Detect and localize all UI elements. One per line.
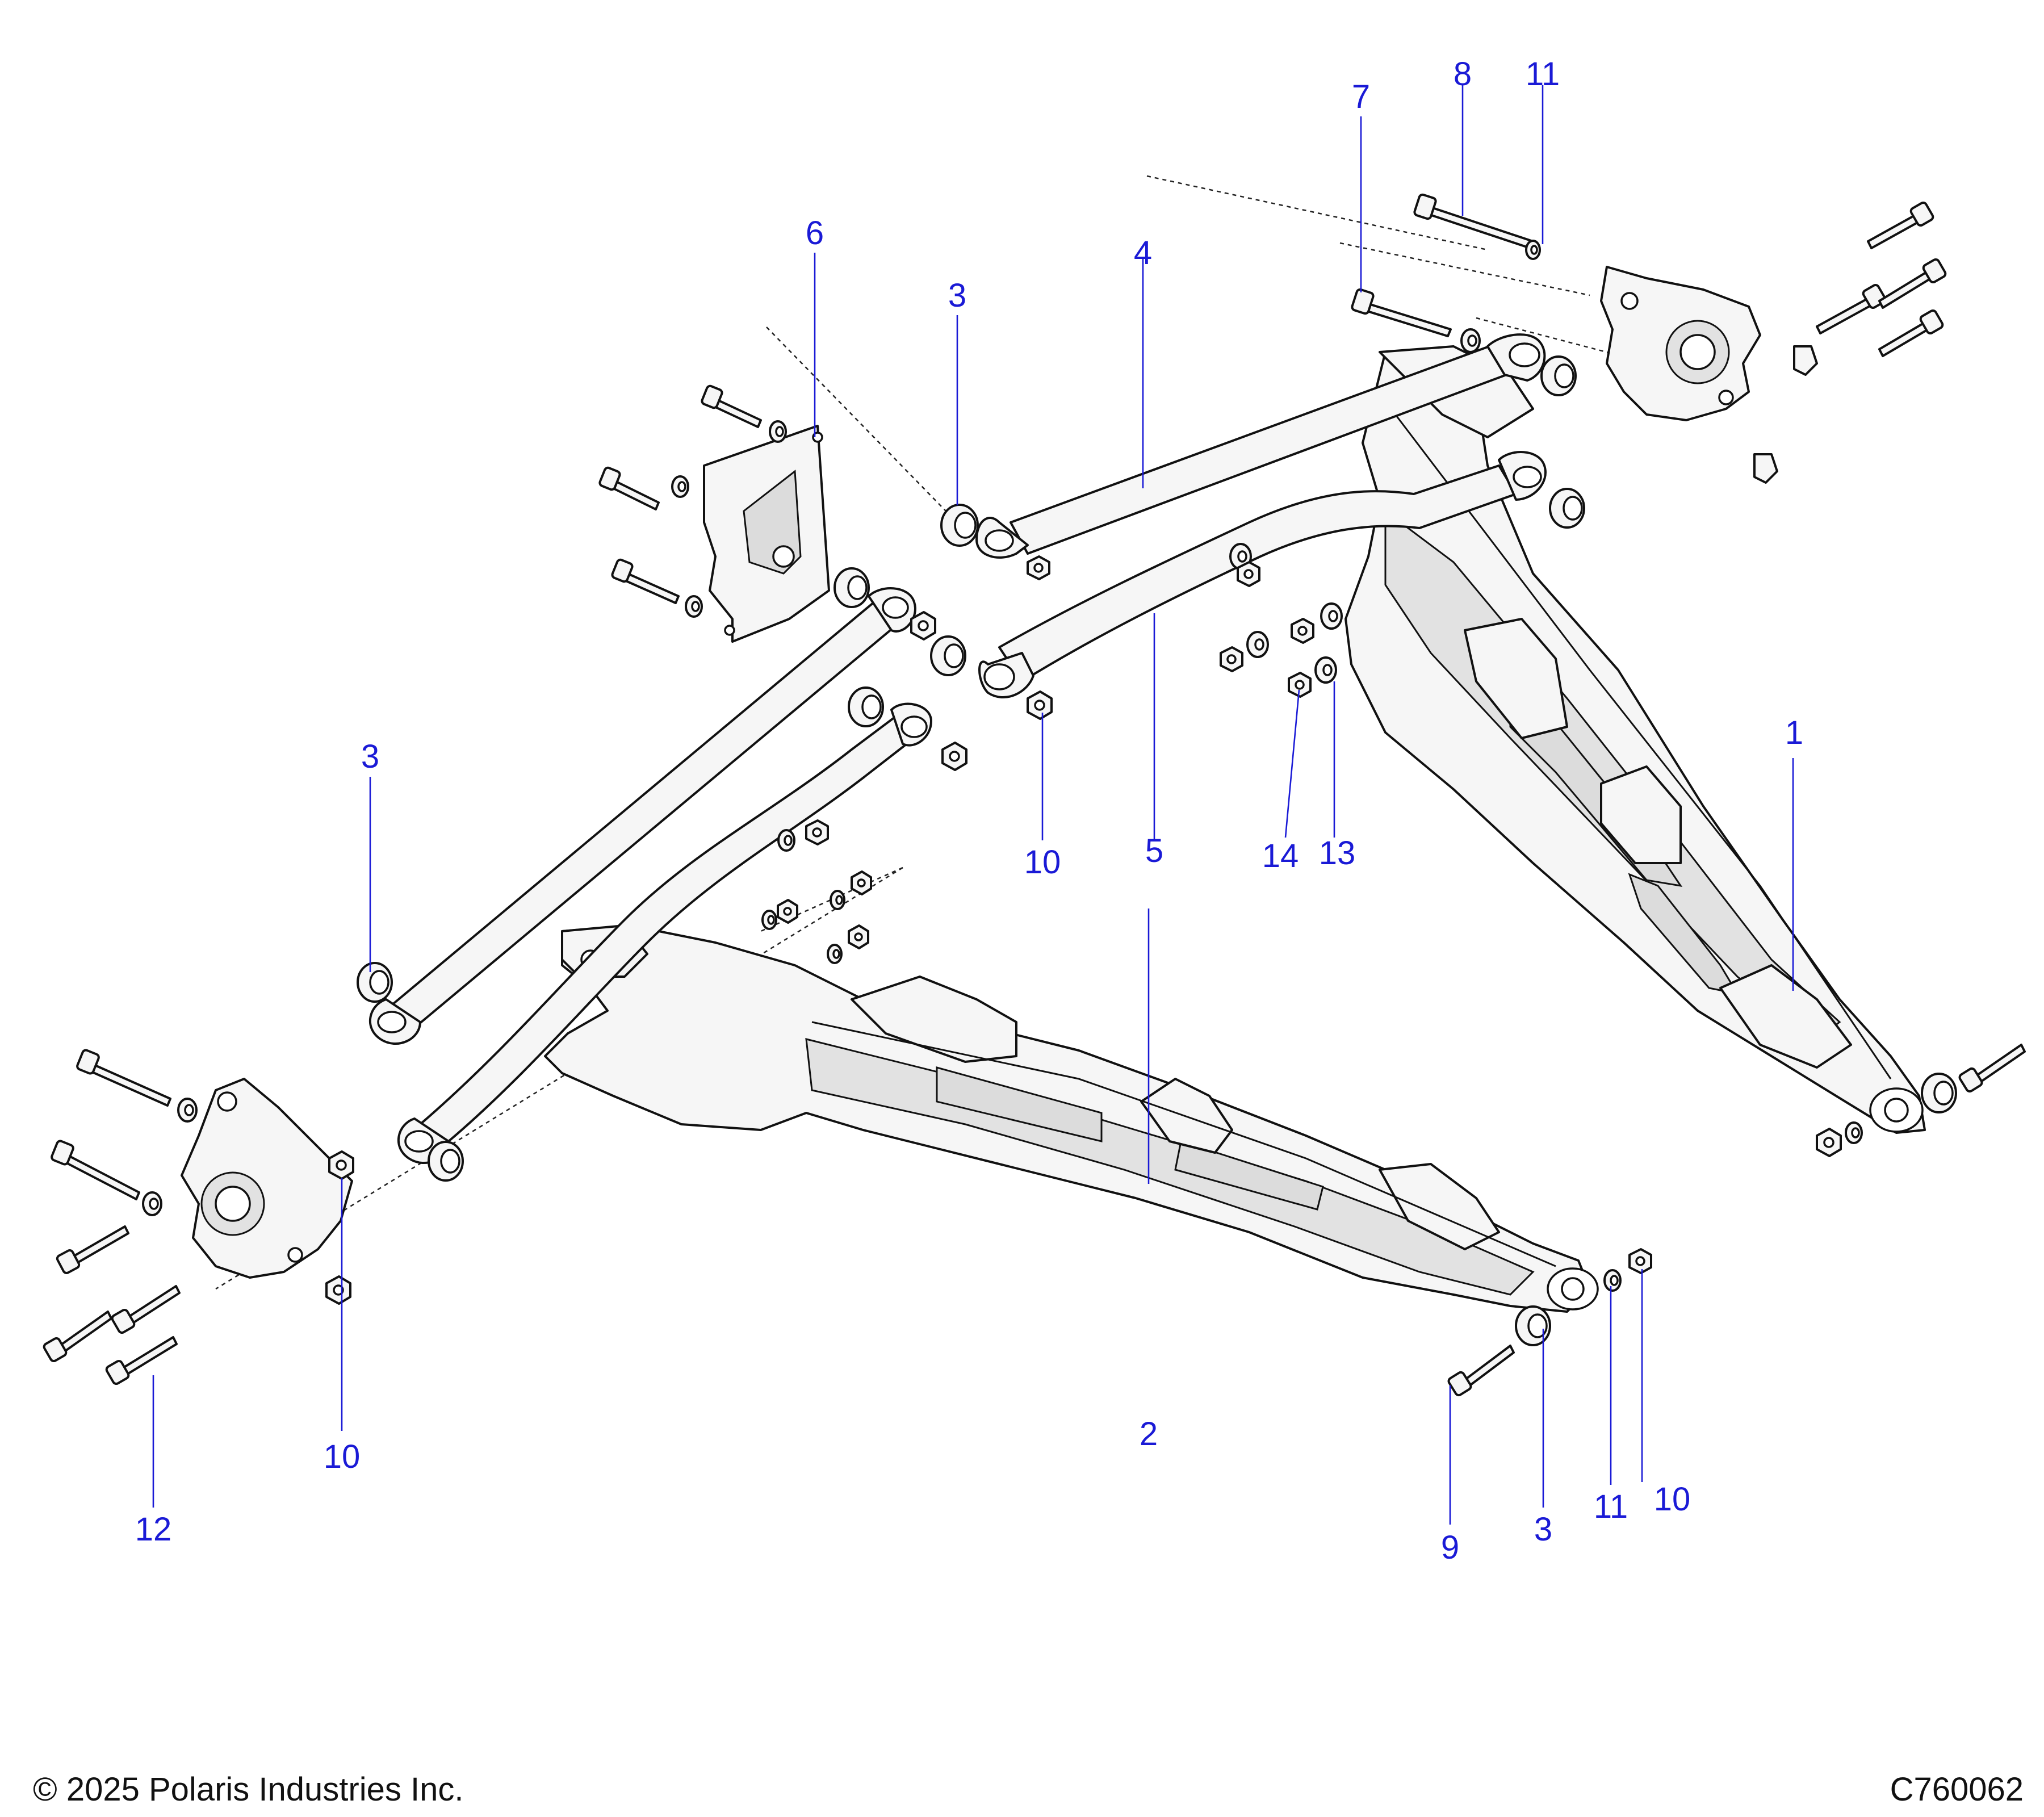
bolt-plate-3 [611,558,680,604]
bushing-right-end [1921,1073,1957,1113]
upper-link-rod-4 [975,333,1546,559]
callout-2: 2 [1140,1416,1158,1452]
copyright-notice: © 2025 Polaris Industries Inc. [33,1771,464,1808]
bushing-left-end [1515,1305,1551,1346]
bolt-hub-left-4 [43,1311,112,1363]
nut-10-right [1628,1248,1652,1274]
washer-plate-2 [671,475,689,498]
callout-leaders [152,85,1794,1525]
bushings [357,355,1957,1346]
washer-link-b [761,910,777,930]
right-trailing-arm [1344,345,1926,1134]
washer-13-b [1246,631,1269,658]
bolt-plate-1 [701,384,762,428]
bolt-hub-left-5 [111,1285,181,1334]
bolt-hub-right-3 [1878,258,1947,309]
bushing-plate [833,567,870,608]
bushing-link-b [848,686,884,727]
bolt-8 [1413,193,1534,249]
washer-link-c [830,890,845,910]
left-trailing-arm [544,924,1599,1313]
right-hub-knuckle [1600,266,1818,484]
nut-14-b [1220,646,1243,672]
left-hub-knuckle [181,1078,353,1279]
nut-link-a4 [848,924,869,949]
bolt-9 [1447,1345,1515,1397]
nut-10-mid [1027,690,1053,720]
bolt-hub-left-1 [76,1049,171,1107]
bolt-plate-2 [598,466,660,510]
bolts [43,193,2026,1397]
nut-10-hub [325,1275,351,1305]
bushing-right-arm [1549,488,1585,529]
bushing-upper-front [940,504,979,547]
callout-10-right: 10 [1654,1481,1691,1518]
callout-11-top: 11 [1526,56,1560,93]
bushing-link5 [930,635,966,676]
bolt-hub-left-3 [56,1225,129,1274]
callout-6: 6 [806,215,824,252]
callout-10-mid: 10 [1024,844,1061,881]
washer-11-bottom [1603,1269,1622,1292]
washer-hub-left-1 [177,1098,198,1123]
washer-right-end [1845,1121,1863,1144]
washer-link-d [827,944,843,964]
callout-13: 13 [1319,835,1356,872]
callout-3-upper: 3 [948,277,966,314]
callout-4: 4 [1134,235,1152,271]
bolt-7 [1351,288,1452,337]
callout-1: 1 [1785,714,1803,751]
callout-8: 8 [1454,56,1472,93]
curved-link-rod-5 [978,451,1547,699]
callout-3-lower: 3 [1534,1511,1552,1548]
washer-13-c [1314,656,1337,684]
lower-link-rod-a [369,587,916,1045]
callout-10-hub: 10 [324,1438,361,1475]
bushing-upper-rear [1540,355,1577,396]
callout-11-bottom: 11 [1594,1488,1628,1525]
nut-14-c [1288,672,1312,698]
callout-5: 5 [1145,832,1163,869]
washer-link-a [777,829,795,852]
nut-link-b [941,742,967,771]
washer-13-a [1320,602,1343,630]
bolt-12 [105,1336,178,1385]
nuts-and-washers [142,240,1863,1305]
bracket-plate [703,425,830,643]
washer-plate-3 [685,595,703,618]
callout-labels: 1 2 3 3 3 4 5 6 7 8 9 10 10 10 11 11 12 … [135,56,1803,1566]
bushing-lower-mid [428,1141,464,1182]
nut-14-a [1291,618,1314,644]
washer-7 [1460,328,1481,353]
callout-12: 12 [135,1511,172,1548]
callout-3-left: 3 [361,738,379,775]
bolt-hub-right-1 [1867,201,1934,249]
drawing-id: C760062 [1890,1771,2024,1808]
nut-10-upper [1027,555,1050,580]
nut-link-a3 [777,899,798,924]
bolt-right-end [1958,1044,2026,1093]
callout-14: 14 [1262,838,1299,874]
nut-10-left [328,1150,354,1180]
nut-right-end [1816,1128,1842,1157]
nut-link5 [910,611,936,640]
bolt-hub-right-2 [1816,283,1887,334]
nut-upper-mid [1237,561,1260,587]
bolt-hub-right-4 [1878,309,1944,357]
lower-link-rod-b [397,702,932,1165]
nut-link-a1 [805,819,829,845]
washer-hub-left-2 [142,1191,162,1216]
washer-plate-1 [769,420,787,443]
bushing-lower-left [357,962,393,1003]
callout-9: 9 [1441,1529,1459,1566]
bolt-hub-left-2 [51,1140,140,1200]
washer-11-top [1525,240,1541,260]
callout-7: 7 [1352,78,1370,115]
nut-link-a2 [851,870,872,895]
